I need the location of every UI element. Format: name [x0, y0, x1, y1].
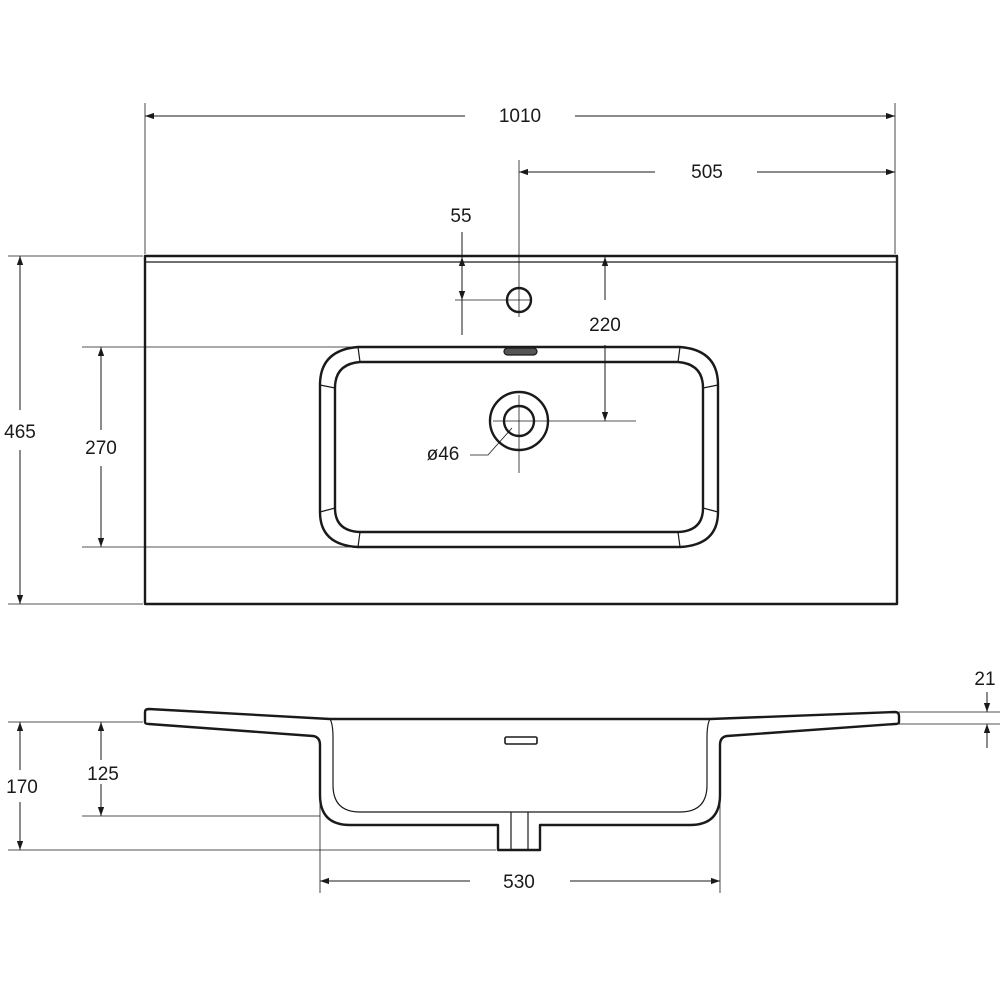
bowl-corner-line	[702, 384, 719, 389]
dim-label-tap-offset: 55	[450, 206, 471, 227]
top-view	[143, 160, 899, 606]
dim-label-total-height: 170	[6, 777, 38, 798]
dim-label-bowl-width: 530	[503, 872, 535, 893]
overflow-slot-section	[504, 736, 538, 745]
bowl-corner-line	[357, 346, 361, 363]
bowl-corner-line	[319, 507, 336, 513]
bowl-corner-line	[702, 507, 719, 513]
dim-label-bowl-depth: 270	[85, 438, 117, 459]
bowl-corner-line	[357, 531, 361, 548]
dim-label-bowl-height: 125	[87, 764, 119, 785]
basin-section-outer	[143, 707, 901, 852]
diameter-leader	[470, 427, 513, 456]
top-dimensions: 1010 505 55 220 465 270 ø46	[4, 103, 896, 605]
dim-label-drain-depth: 220	[589, 315, 621, 336]
bowl-corner-line	[677, 531, 681, 548]
dim-label-total-depth: 465	[4, 422, 36, 443]
countertop-outline	[143, 254, 899, 606]
bowl-corner-line	[677, 346, 681, 363]
bowl-corner-line	[319, 384, 336, 389]
dim-label-overall-width: 1010	[499, 106, 541, 127]
side-dimensions: 21 170 125 530	[6, 669, 1000, 893]
dim-label-rim-thickness: 21	[974, 669, 995, 690]
basin-section-inner	[329, 718, 711, 813]
dim-label-half-width: 505	[691, 162, 723, 183]
side-view	[143, 707, 901, 852]
dim-label-drain-diameter: ø46	[427, 444, 460, 465]
overflow-slot	[503, 347, 538, 356]
